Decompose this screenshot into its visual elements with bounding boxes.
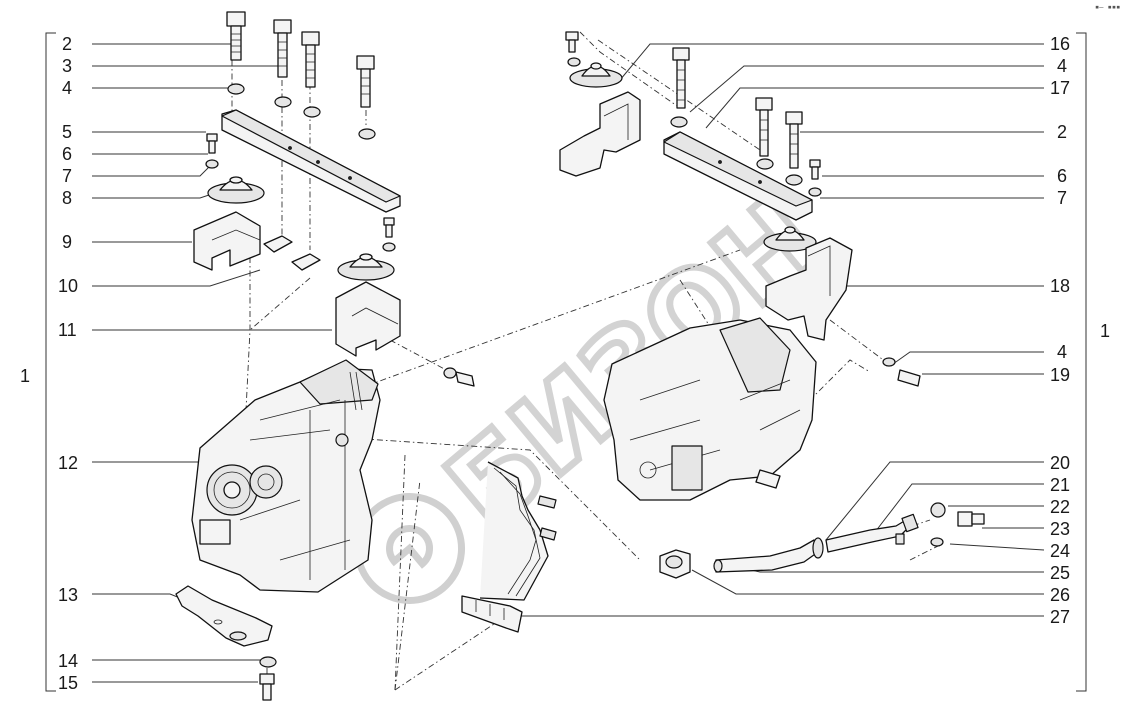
callout-18-right: 18 (1050, 276, 1070, 296)
left-leader-lines (92, 43, 332, 683)
callout-22-right: 22 (1050, 497, 1070, 517)
callout-26-right: 26 (1050, 585, 1070, 605)
watermark-logo-ring (354, 492, 466, 604)
hydraulic-lines-27 (461, 461, 557, 633)
callout-4a-right: 4 (1057, 56, 1067, 76)
plate-13-left (175, 585, 273, 647)
mount-8-left-b (337, 253, 395, 281)
callout-2-left: 2 (62, 34, 72, 54)
bolt-4-right (672, 47, 690, 109)
callout-4b-right: 4 (1057, 342, 1067, 362)
right-callouts: 16 4 17 2 6 7 18 4 19 20 21 22 23 24 25 … (1050, 34, 1070, 627)
callout-4-left: 4 (62, 78, 72, 98)
mount-16-right (569, 62, 623, 88)
right-group-bracket (1076, 32, 1087, 692)
transmission-housing-12 (191, 359, 381, 593)
pipe-21 (825, 513, 919, 553)
bracket-11-left (335, 281, 401, 357)
right-leader-lines (520, 43, 1045, 617)
callout-2-right: 2 (1057, 122, 1067, 142)
callout-15-left: 15 (58, 673, 78, 693)
bolt-19-right (897, 369, 921, 387)
beam-5-left (221, 109, 401, 213)
callout-3-left: 3 (62, 56, 72, 76)
bracket-18-right (765, 237, 853, 341)
callout-11-left: 11 (58, 320, 77, 340)
callout-13-left: 13 (58, 585, 78, 605)
callout-25-right: 25 (1050, 563, 1070, 583)
bolt-15-left (259, 673, 275, 701)
frame-right (603, 317, 817, 501)
callout-5-left: 5 (62, 122, 72, 142)
right-bolts (565, 31, 821, 180)
callout-24-right: 24 (1050, 541, 1070, 561)
left-bolts (206, 11, 395, 238)
left-washers (205, 83, 396, 668)
bolt-6-left-b (383, 217, 395, 238)
right-group-label: 1 (1100, 321, 1110, 341)
callout-21-right: 21 (1050, 475, 1070, 495)
callout-19-right: 19 (1050, 365, 1070, 385)
bolt-19-left (443, 367, 475, 387)
bolt-6-right (809, 159, 821, 180)
callout-6-right: 6 (1057, 166, 1067, 186)
bolt-3-left-b (301, 31, 320, 88)
beam-17-right (663, 131, 813, 221)
callout-9-left: 9 (62, 232, 72, 252)
bracket-9-left (193, 211, 261, 271)
callout-23-right: 23 (1050, 519, 1070, 539)
callout-6-left: 6 (62, 144, 72, 164)
ring-20 (812, 537, 824, 559)
callout-8-left: 8 (62, 188, 72, 208)
corner-mark: ▪— ▪▪▪ (1095, 3, 1120, 11)
bolt-3-left-c (356, 55, 375, 108)
callout-20-right: 20 (1050, 453, 1070, 473)
callout-27-right: 27 (1050, 607, 1070, 627)
left-group-label: 1 (20, 366, 30, 386)
callout-12-left: 12 (58, 453, 78, 473)
bolt-16-right (565, 31, 579, 53)
assembly-dashed-lines (231, 31, 941, 691)
callout-17-right: 17 (1050, 78, 1070, 98)
coupler-26 (659, 549, 691, 579)
bolt-3-left-a (273, 19, 292, 78)
spacer-10-left (263, 235, 321, 271)
right-washers (567, 57, 946, 547)
callout-16-right: 16 (1050, 34, 1070, 54)
callout-7-left: 7 (62, 166, 72, 186)
bolt-2-right-a (755, 97, 773, 157)
bolt-2-left (226, 11, 246, 61)
left-group-bracket (45, 32, 56, 692)
callout-10-left: 10 (58, 276, 78, 296)
left-callouts: 2 3 4 5 6 7 8 9 10 11 12 13 14 15 (58, 34, 78, 693)
bolt-2-right-b (785, 111, 803, 169)
bolt-23-right (957, 511, 985, 527)
bracket-16-right (559, 91, 641, 177)
callout-7-right: 7 (1057, 188, 1067, 208)
mount-8-left (207, 176, 265, 204)
bolt-6-left (206, 133, 218, 154)
hose-20 (713, 539, 819, 573)
callout-14-left: 14 (58, 651, 78, 671)
mount-right (763, 226, 817, 252)
